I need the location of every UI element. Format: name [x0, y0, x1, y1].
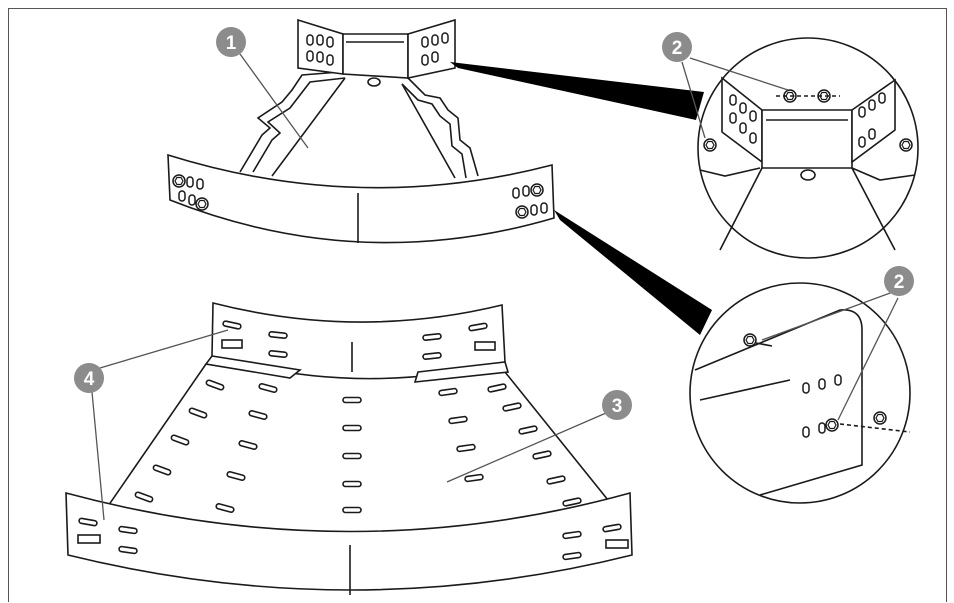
callout-2-bottom-label: 2: [894, 272, 905, 293]
zoom-wedge-top: [450, 62, 704, 120]
bend-left-rail-inner: [252, 77, 346, 173]
callout-2-top: 2: [662, 32, 692, 62]
callout-4-label: 4: [84, 369, 95, 390]
bend-front-wall: [167, 153, 555, 244]
zoom-wedge-bottom: [554, 210, 712, 335]
bend-right-rail-inner: [401, 83, 467, 179]
detail-circle-top: [697, 37, 919, 259]
callout-4: 4: [74, 363, 104, 393]
bend-left-rail: [239, 71, 341, 173]
callout-1-label: 1: [226, 33, 237, 54]
diagram-frame: [8, 8, 947, 602]
bend-right-rail: [407, 77, 479, 177]
callout-leaders: [91, 53, 899, 521]
callout-2-top-label: 2: [672, 38, 683, 59]
tray-front-wall: [65, 491, 633, 591]
cable-tray-bend: [65, 301, 633, 595]
callout-3: 3: [602, 390, 632, 420]
top-corner-bracket: [297, 18, 456, 87]
detail-circle-bottom: [689, 282, 911, 504]
callout-1: 1: [216, 27, 246, 57]
callout-2-bottom: 2: [884, 266, 914, 296]
callout-3-label: 3: [612, 396, 623, 417]
bend-fitting: [167, 18, 555, 244]
